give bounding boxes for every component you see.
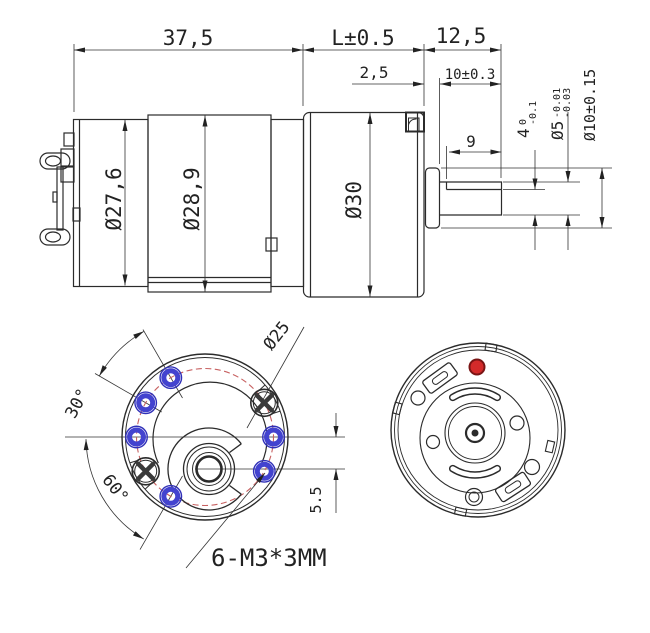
phillips-screw	[131, 456, 160, 486]
index-dot	[468, 358, 486, 376]
dim-shaft-offset: 5.5	[307, 486, 325, 513]
brush-slot	[422, 362, 458, 394]
dim-boss-dia: Ø10±0.15	[581, 69, 599, 141]
dim-shaft-dia-tol-lower: -0.03	[562, 88, 573, 118]
terminal-lug	[39, 152, 71, 170]
dim-gearbox-dia: Ø30	[342, 181, 366, 219]
dim-flat-height-group: 4 0 -0.1	[514, 101, 539, 138]
dimension-lines	[74, 47, 605, 297]
center-boss-ring	[448, 406, 502, 460]
rear-bearing-hole	[464, 422, 486, 444]
center-boss-ring	[444, 402, 506, 464]
rear-shaft-tip	[471, 429, 479, 437]
ray-120	[142, 329, 183, 399]
mounting-note-leader	[185, 472, 266, 569]
bracket-bump	[52, 191, 58, 203]
gearbox-housing	[302, 111, 425, 298]
bolt-circle	[135, 367, 275, 507]
rim-tabs	[391, 342, 556, 517]
dim-shaft-dia-tol-upper: -0.01	[552, 88, 563, 118]
brush-slots	[422, 362, 532, 503]
dim-flat-height-tol-upper: 0	[518, 119, 529, 125]
front-view-dims	[83, 330, 339, 569]
terminal-hole	[44, 231, 62, 243]
mounting-holes	[125, 366, 285, 508]
mounting-hole-120deg	[159, 366, 183, 390]
boss-crescent	[167, 427, 242, 511]
dim-shaft-length: 10±0.3	[445, 67, 496, 83]
motor-front-housing	[270, 118, 305, 288]
dim-endcap-dia: Ø27,6	[102, 167, 126, 230]
mounting-holes-note: 6-M3*3MM	[211, 544, 327, 572]
dim-bolt-circle-dia: Ø25	[260, 318, 295, 355]
dim-flat-length: 9	[466, 132, 476, 151]
vent-slots	[448, 387, 502, 479]
front-view: 30° 60° Ø25 5.5 6-M3*3MM	[62, 318, 345, 572]
phillips-cross-icon	[135, 461, 156, 482]
motor-body	[72, 114, 305, 293]
dim-flat-height-tol-lower: -0.1	[528, 101, 539, 125]
dim-shaft-assembly-length: 12,5	[436, 24, 487, 48]
brush-slot	[494, 471, 532, 503]
crescent-tip	[229, 443, 242, 454]
boss-ring	[182, 442, 236, 496]
shaft-boss-front	[167, 427, 242, 511]
dim-rear-boss-gap: 2,5	[360, 63, 389, 82]
dim-motor-length: 37,5	[163, 26, 214, 50]
back-view	[390, 342, 566, 518]
motor-back-ring	[394, 346, 562, 514]
shaft-bore	[195, 455, 223, 483]
dim-body-dia: Ø28,9	[180, 167, 204, 230]
dim-shaft-dia: Ø5	[548, 121, 567, 140]
mounting-hole-0deg	[262, 425, 285, 449]
dim-gearbox-length: L±0.5	[331, 26, 394, 50]
side-view: 37,5 L±0.5 12,5 2,5 10±0.3 9 4 0 -0.1 Ø5…	[39, 24, 612, 298]
output-shaft	[439, 181, 503, 216]
endcap-pin	[63, 132, 75, 147]
extension-lines	[73, 44, 612, 229]
terminal-hole	[44, 155, 62, 167]
crescent-tip	[229, 484, 242, 495]
dim-arc-30	[98, 330, 145, 377]
notch-curve	[408, 118, 417, 126]
shaft-boss	[424, 167, 441, 229]
motor-can	[147, 114, 272, 293]
vent-holes	[410, 390, 541, 507]
dim-angle-60: 60°	[98, 471, 133, 508]
mounting-hole-240deg	[159, 484, 183, 508]
dim-arc-60	[83, 439, 144, 540]
output-shaft-assembly	[424, 167, 503, 229]
bearing-plate-circle	[419, 382, 531, 494]
boss-ring	[192, 452, 226, 486]
terminal-lug	[39, 228, 71, 246]
boss-ring	[186, 446, 232, 492]
motor-back-outer-circle	[390, 342, 566, 518]
housing-tab	[265, 237, 278, 252]
endcap-pin	[60, 148, 75, 167]
phillips-cross-icon	[254, 393, 275, 413]
dim-shaft-dia-group: Ø5 -0.01 -0.03	[548, 88, 573, 140]
dim-flat-height: 4	[514, 128, 533, 138]
mounting-hole-150deg	[134, 391, 158, 415]
terminal-bracket	[56, 166, 64, 231]
dim-angle-30: 30°	[62, 385, 94, 422]
gearbox	[302, 111, 425, 298]
motor-back-ring	[397, 349, 559, 511]
housing-outer-circle	[121, 353, 289, 521]
mounting-hole-330deg	[252, 459, 276, 483]
phillips-screw	[249, 388, 279, 418]
